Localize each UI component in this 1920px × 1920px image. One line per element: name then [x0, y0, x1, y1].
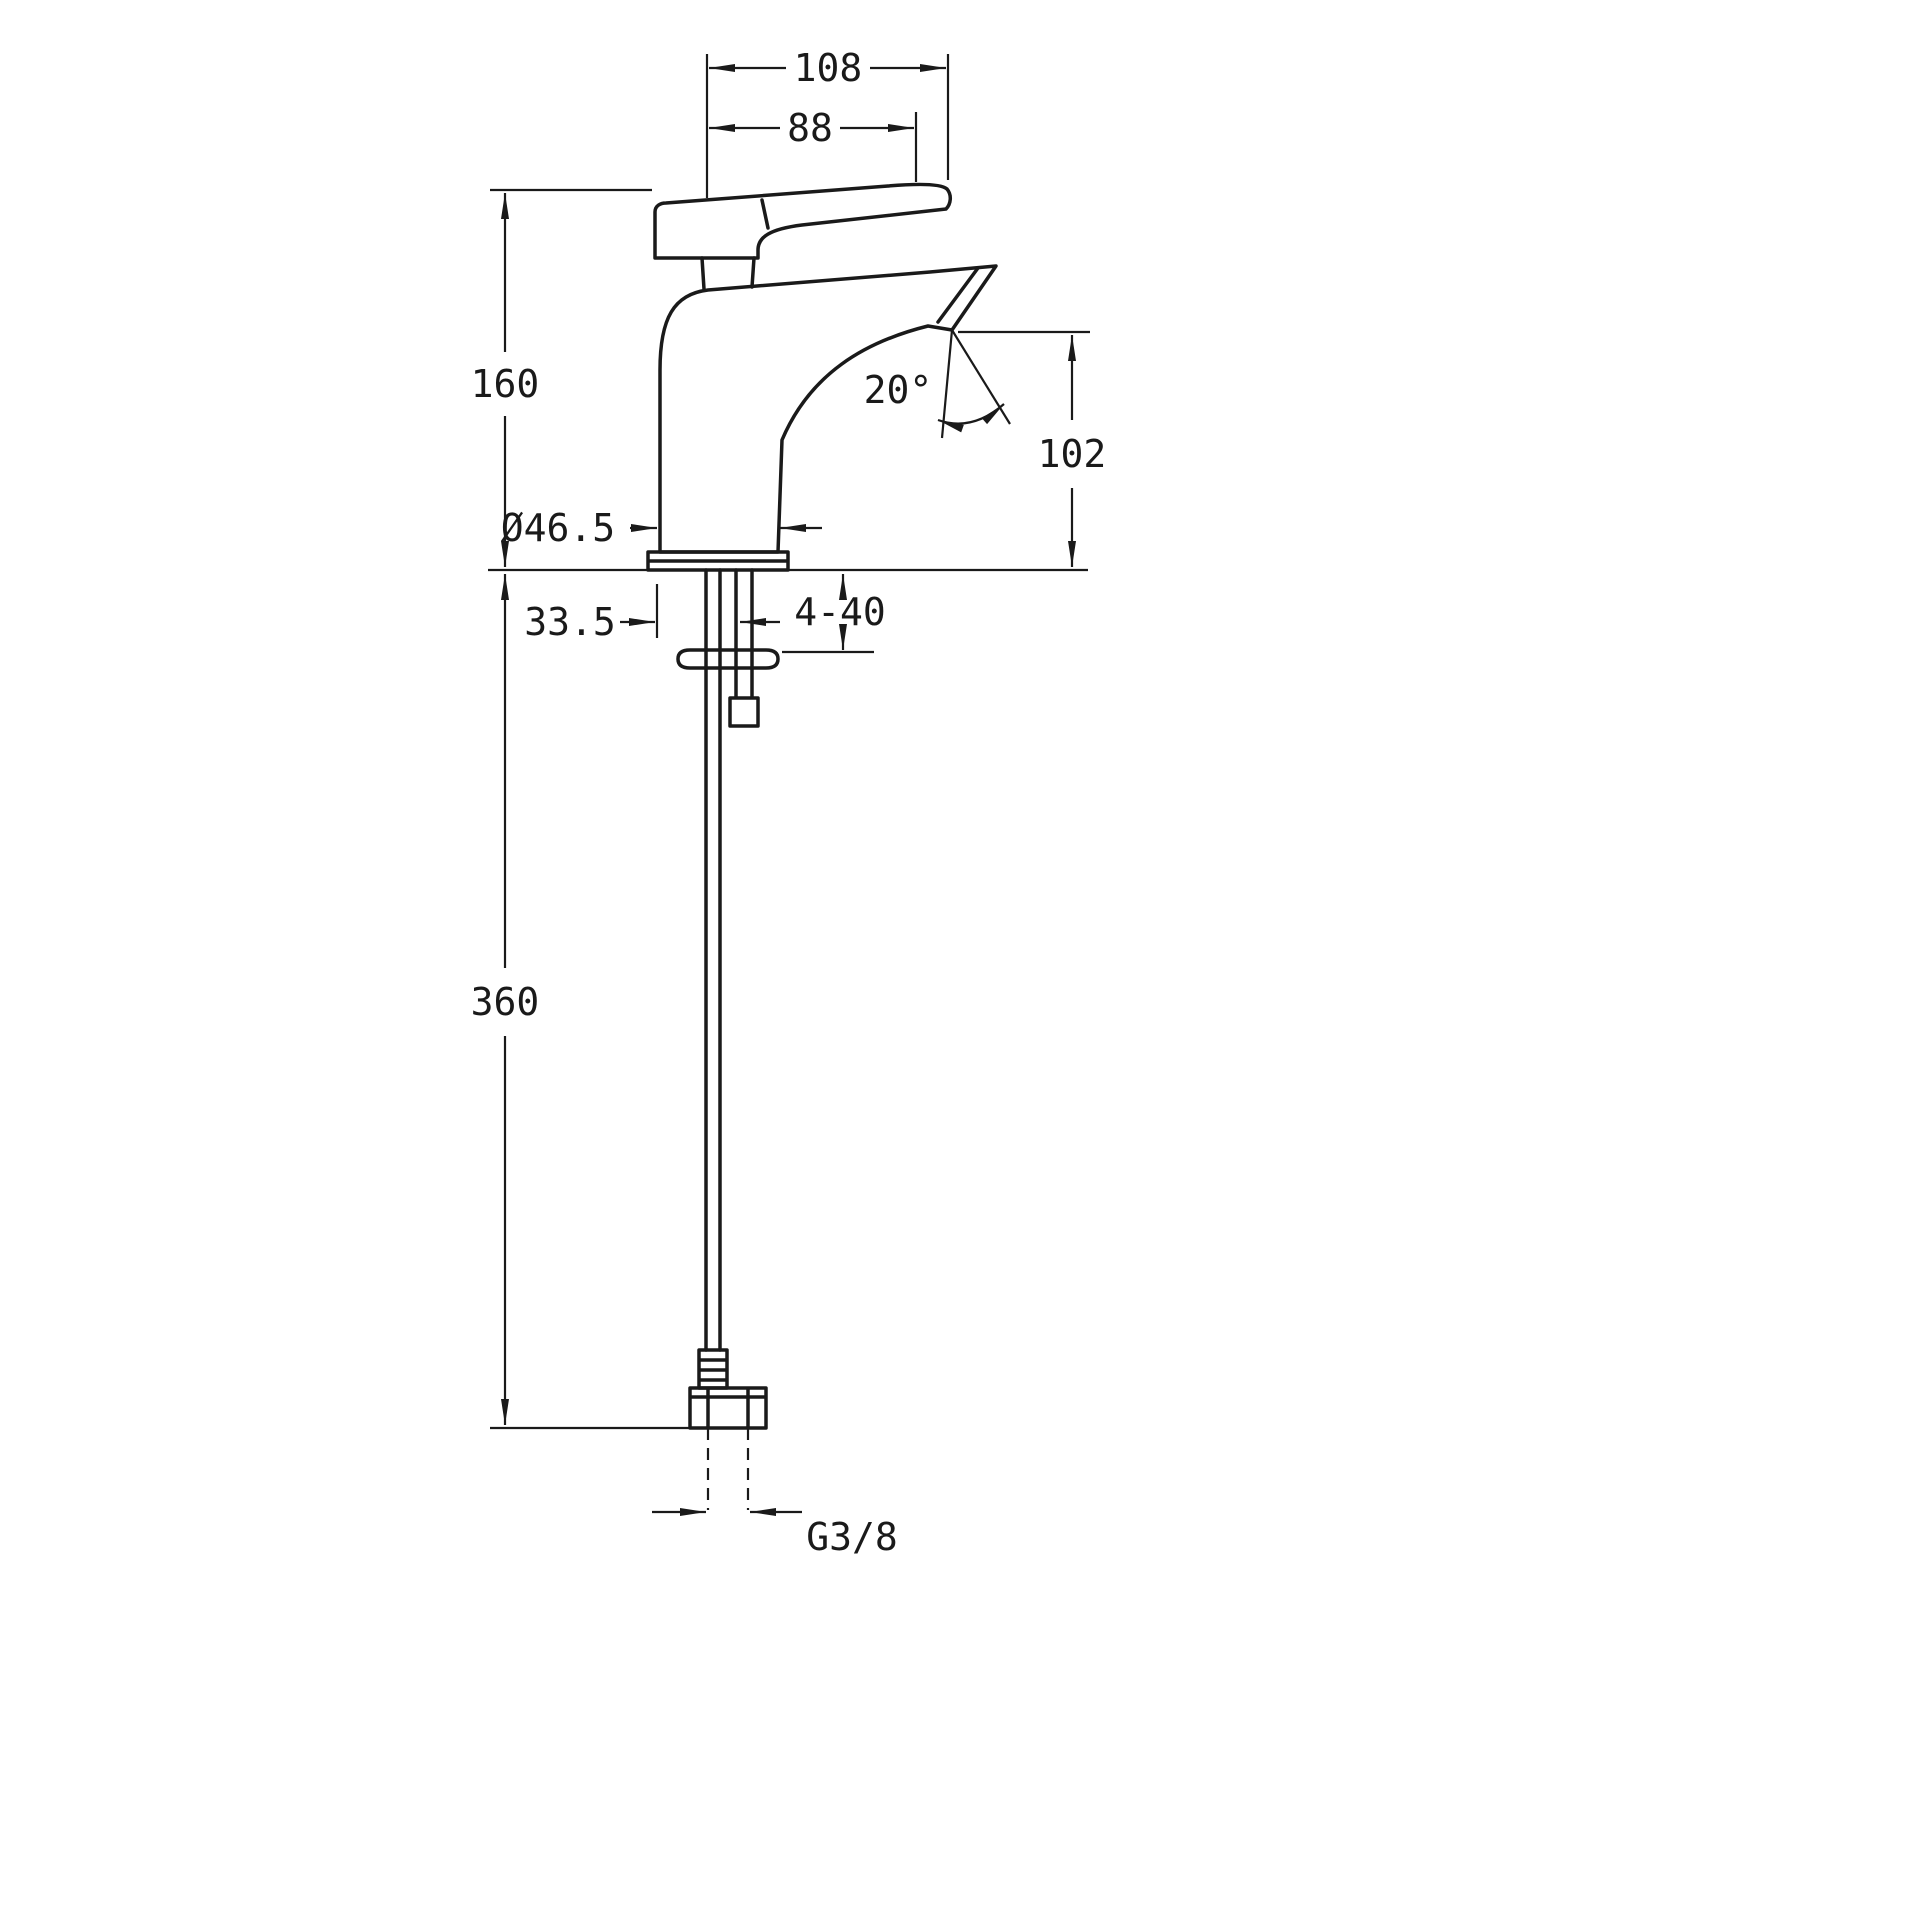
faucet-outline	[646, 182, 998, 1510]
dimension-160: 160	[471, 188, 652, 567]
dim-label-base-offset: 33.5	[524, 600, 616, 644]
dim-label-total-projection: 108	[794, 46, 863, 90]
hose-connection-nut	[688, 1386, 768, 1430]
dimension-33-5: 33.5	[524, 584, 780, 644]
dim-label-deck-thickness: 4-40	[794, 590, 886, 634]
dimension-102: 102	[958, 330, 1107, 567]
faucet-handle-lever	[653, 182, 952, 260]
dim-label-height-above-deck: 160	[471, 362, 540, 406]
hose-crimp-collar	[697, 1348, 729, 1390]
dim-label-hose-length: 360	[471, 980, 540, 1024]
dim-label-spout-reach: 88	[787, 106, 833, 150]
handle-joint-line	[760, 198, 770, 230]
dimension-diameter-46-5: Ø46.5	[501, 506, 822, 550]
dimension-88: 88	[709, 106, 918, 182]
dim-label-spout-angle: 20°	[864, 368, 933, 412]
cartridge-neck	[700, 256, 756, 291]
spout-aerator-line	[936, 266, 980, 324]
faucet-body-spout	[658, 264, 998, 554]
mounting-washer-plate	[676, 648, 780, 670]
dimension-360: 360	[471, 574, 700, 1430]
dimension-108: 108	[705, 46, 950, 198]
mounting-stud	[728, 568, 760, 728]
dimension-thread-g38: G3/8	[652, 1508, 898, 1559]
dimension-angle-20: 20°	[864, 329, 1011, 439]
dimension-4-40: 4-40	[782, 574, 886, 654]
thread-hidden-lines	[706, 1428, 750, 1510]
dim-label-outlet-height: 102	[1038, 432, 1107, 476]
base-flange	[646, 550, 790, 572]
supply-hose	[704, 568, 722, 1352]
dim-label-base-diameter: Ø46.5	[501, 506, 615, 550]
dim-label-thread-size: G3/8	[806, 1515, 898, 1559]
